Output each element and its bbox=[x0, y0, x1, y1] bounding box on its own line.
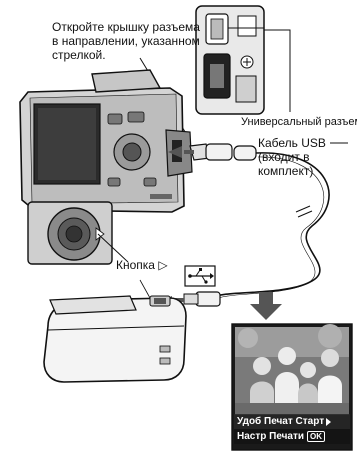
printer bbox=[44, 280, 186, 382]
connector-closeup bbox=[196, 6, 264, 114]
cover-instruction-text: Откройте крышку разъема в направлении, у… bbox=[52, 20, 200, 62]
lcd-menu: Удоб Печат Старт Настр Печати OK bbox=[234, 414, 350, 444]
camera bbox=[20, 70, 192, 212]
usb-cable-label-line: Кабель USB bbox=[258, 136, 326, 150]
play-arrow-icon bbox=[326, 418, 331, 426]
ok-badge: OK bbox=[307, 431, 325, 442]
arrow-down-icon bbox=[250, 292, 282, 320]
cover-instruction-line: стрелкой. bbox=[52, 48, 200, 62]
cover-instruction-line: Откройте крышку разъема bbox=[52, 20, 200, 34]
usb-icon bbox=[185, 266, 215, 286]
right-triangle-icon: ▷ bbox=[158, 258, 167, 272]
usb-cable-label-line: комплект) bbox=[258, 164, 326, 178]
connector-bracket bbox=[264, 30, 290, 112]
menu-item-print-settings[interactable]: Настр Печати OK bbox=[234, 429, 350, 444]
usb-cable-label: Кабель USB (входит в комплект) bbox=[258, 136, 326, 178]
button-label-text: Кнопка bbox=[116, 258, 155, 272]
menu-item-label: Настр Печати bbox=[237, 431, 304, 442]
menu-item-label: Удоб Печат Старт bbox=[237, 416, 324, 427]
usb-cable-label-line: (входит в bbox=[258, 150, 326, 164]
cover-instruction-line: в направлении, указанном bbox=[52, 34, 200, 48]
button-label: Кнопка ▷ bbox=[116, 258, 168, 272]
multi-connector-label: Универсальный разъем bbox=[241, 116, 357, 129]
menu-item-easy-print-start[interactable]: Удоб Печат Старт bbox=[234, 414, 350, 429]
